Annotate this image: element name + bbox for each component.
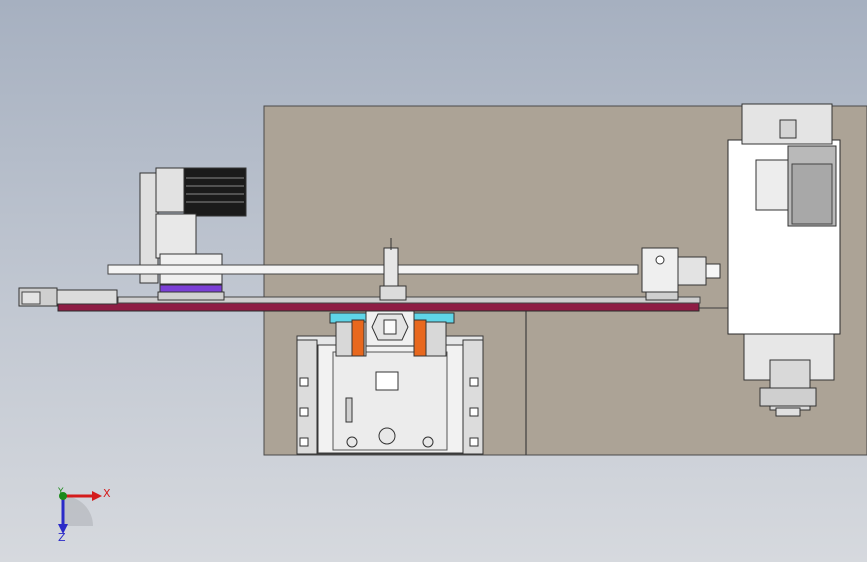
spindle-housing[interactable] xyxy=(727,103,841,417)
linear-rail[interactable] xyxy=(57,296,701,312)
drive-motor-assembly[interactable] xyxy=(139,167,247,301)
triad-z-label: Z xyxy=(58,531,66,544)
triad-y-label: Y xyxy=(58,487,64,497)
triad-graphic xyxy=(58,491,102,534)
drive-shaft[interactable] xyxy=(107,238,639,301)
lower-gearbox-assembly[interactable] xyxy=(296,307,484,455)
coordinate-triad xyxy=(48,484,104,540)
shaft-bearing-block[interactable] xyxy=(641,247,721,301)
triad-x-label: X xyxy=(103,487,111,500)
rail-end-motor[interactable] xyxy=(18,287,118,307)
